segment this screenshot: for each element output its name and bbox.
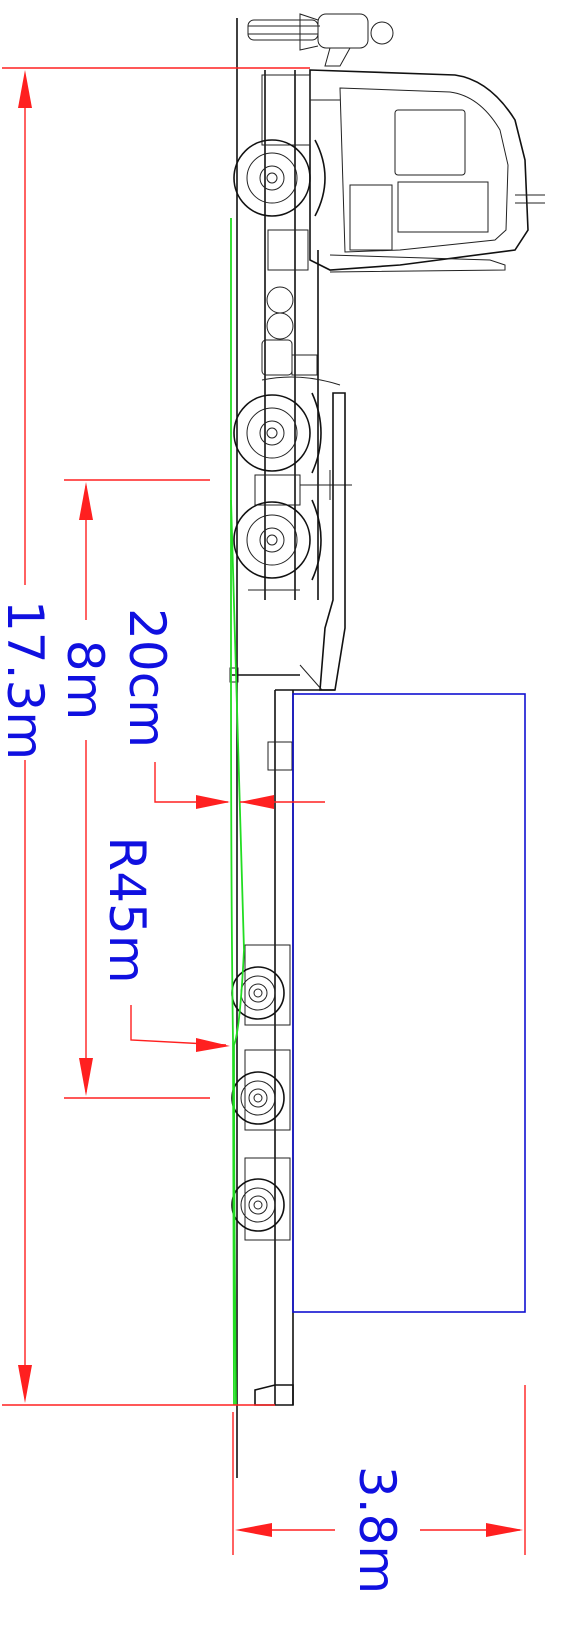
wheel-icon xyxy=(231,944,291,1026)
wheel-icon xyxy=(231,1049,291,1131)
overall-length-dimension xyxy=(2,67,310,1406)
person-standing-icon xyxy=(247,13,394,67)
track-offset-label: 20cm xyxy=(118,608,176,748)
vehicle-width-label: 3.8m xyxy=(348,1466,406,1594)
turning-radius-leader xyxy=(130,1005,230,1052)
overall-length-label: 17.3m xyxy=(0,600,54,760)
wheel-icon xyxy=(233,499,322,581)
load-outline xyxy=(292,693,526,1313)
turning-radius-label: R45m xyxy=(98,836,156,983)
vehicle-width-dimension xyxy=(232,1385,526,1555)
wheel-icon xyxy=(233,392,322,474)
swept-path xyxy=(230,218,245,1406)
wheel-icon xyxy=(231,1157,291,1241)
truck-cab xyxy=(309,69,545,273)
wheel-icon xyxy=(233,139,326,217)
axle-spacing-label: 8m xyxy=(56,640,114,721)
axle-spacing-dimension xyxy=(64,479,210,1099)
track-offset-dimension xyxy=(154,762,325,809)
tractor-chassis xyxy=(248,70,352,600)
